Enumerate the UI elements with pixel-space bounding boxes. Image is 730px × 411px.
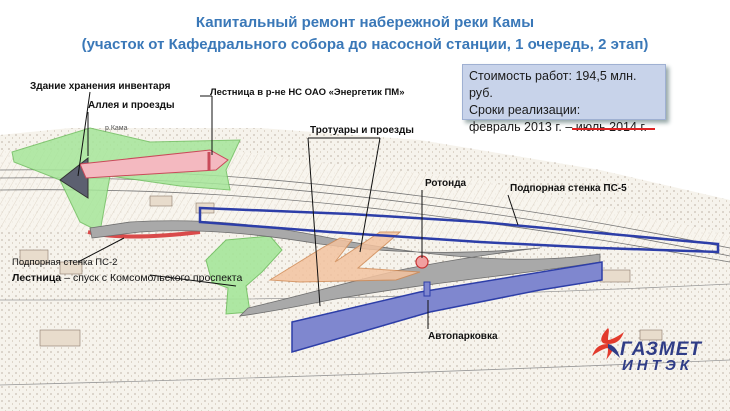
zone-ps5 [198, 206, 720, 254]
label-river: р.Кама [105, 125, 128, 132]
terms-end-struck: июль 2014 г. [575, 120, 647, 134]
page-title: Капитальный ремонт набережной реки Камы [195, 14, 535, 31]
label-stair-komsomolsky: Лестница – спуск с Комсомольского проспе… [12, 272, 242, 284]
cost-label: Стоимость работ: [469, 69, 572, 83]
page-subtitle: (участок от Кафедрального собора до насо… [81, 36, 649, 53]
label-wall-ps2: Подпорная стенка ПС-2 [12, 257, 118, 268]
label-parking: Автопарковка [428, 331, 498, 342]
label-alley: Аллея и проезды [88, 100, 175, 111]
label-stair-bold: Лестница [12, 272, 62, 284]
label-stair-ns: Лестница в р-не НС ОАО «Энергетик ПМ» [210, 87, 405, 98]
logo-text-line2: ИНТЭК [622, 357, 693, 374]
project-info-box: Стоимость работ: 194,5 млн. руб. Сроки р… [462, 64, 666, 134]
terms-dash: – [561, 120, 576, 134]
logo-text-line1: ГАЗМЕТ [620, 339, 703, 360]
label-wall-ps5: Подпорная стенка ПС-5 [510, 183, 627, 194]
parking-zone [291, 261, 603, 353]
leader-lines [77, 91, 519, 329]
terms-line: февраль 2013 г. – июль 2014 г. [469, 119, 659, 136]
terms-label: Сроки реализации: [469, 103, 581, 117]
label-storage-building: Здание хранения инвентаря [30, 81, 171, 92]
alley-zone [79, 149, 229, 179]
label-rotunda: Ротонда [425, 178, 467, 189]
label-sidewalks: Тротуары и проезды [310, 125, 414, 136]
cost-value: 194,5 млн. руб. [469, 69, 637, 100]
cost-line: Стоимость работ: 194,5 млн. руб. [469, 68, 659, 102]
gazmet-logo-icon [592, 328, 624, 360]
label-stair-rest: – спуск с Комсомольского проспекта [61, 272, 243, 284]
orange-paths [268, 231, 421, 283]
terms-start: февраль 2013 г. [469, 120, 562, 134]
